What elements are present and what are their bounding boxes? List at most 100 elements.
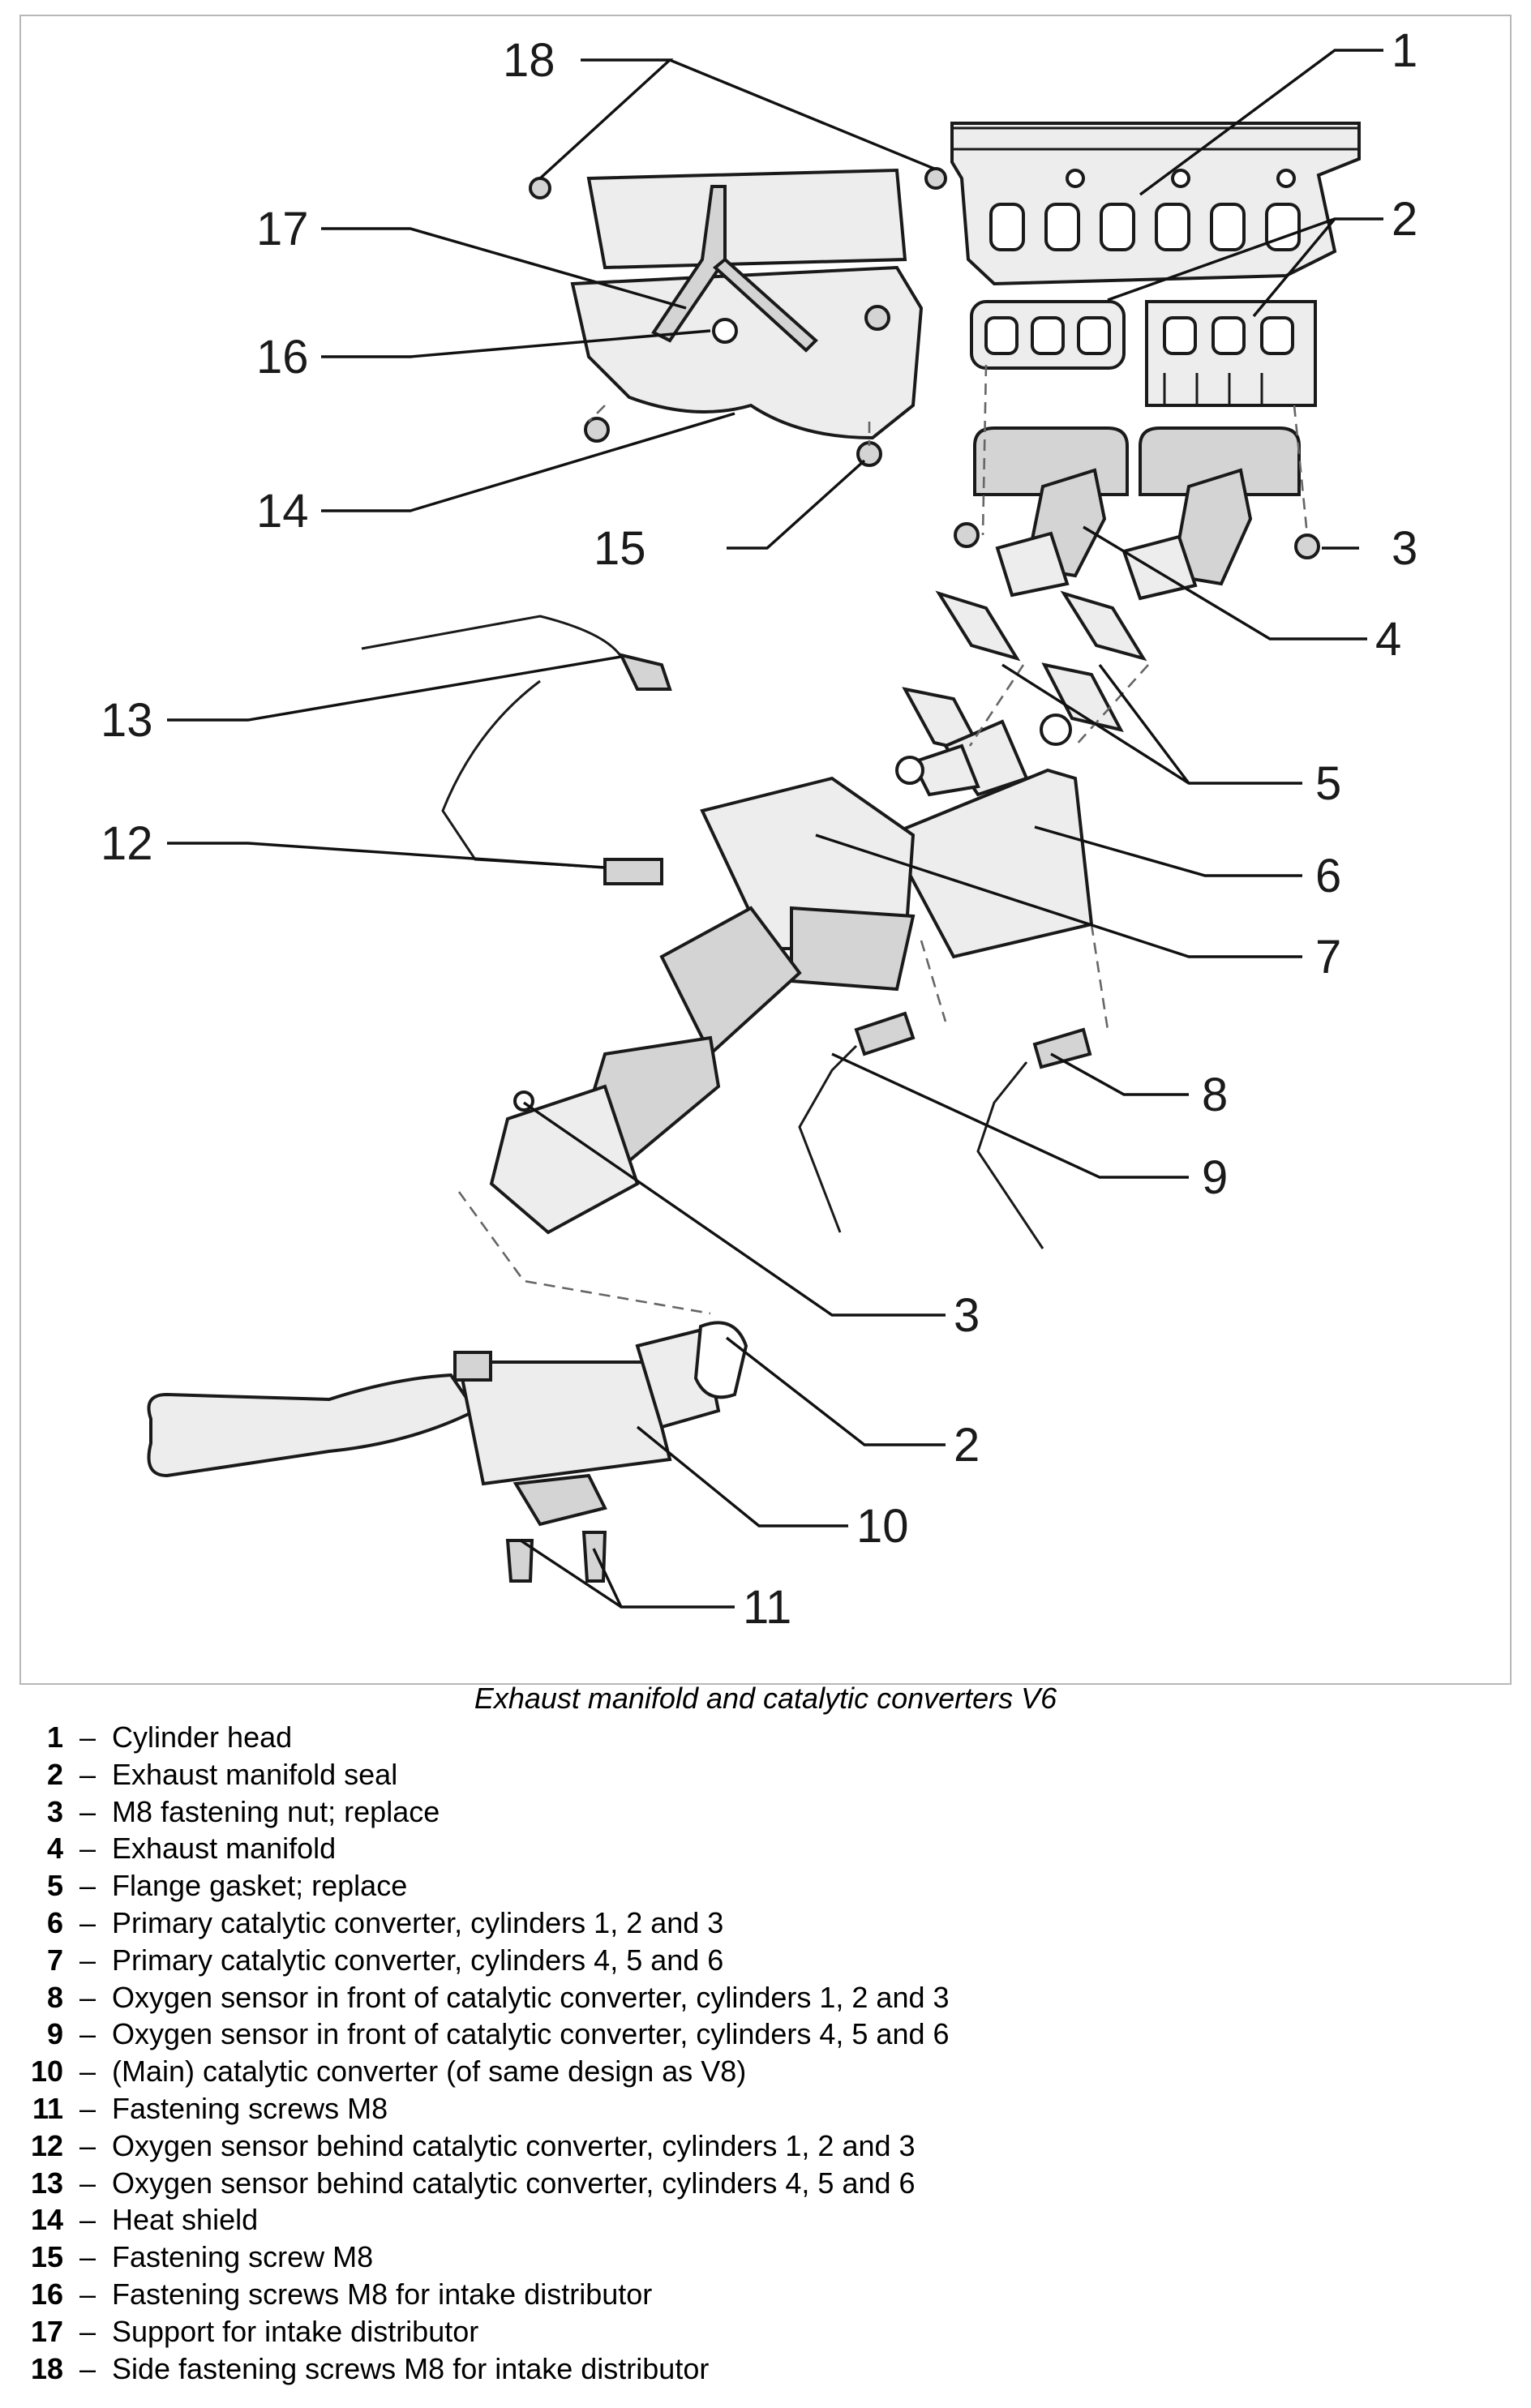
legend-number: 1 xyxy=(46,1720,63,1754)
legend-number: 8 xyxy=(46,1980,63,2014)
callout-14: 14 xyxy=(256,485,309,538)
legend-number: 17 xyxy=(30,2314,63,2348)
callout-17: 17 xyxy=(256,203,309,255)
legend-item: 7–Primary catalytic converter, cylinders… xyxy=(16,1942,950,1979)
oxygen-sensor-drawing xyxy=(361,615,1092,1249)
legend-item: 16–Fastening screws M8 for intake distri… xyxy=(16,2276,950,2313)
manifold-seal-drawing xyxy=(970,300,1317,407)
legend-number: 5 xyxy=(46,1869,63,1903)
legend-text: Primary catalytic converter, cylinders 1… xyxy=(112,1905,724,1939)
legend-text: Fastening screw M8 xyxy=(112,2240,374,2274)
diagram-drawing: 18 1 17 2 16 14 15 3 13 4 5 12 6 7 8 9 3… xyxy=(101,24,1417,1634)
callout-1: 1 xyxy=(1392,24,1417,77)
callout-5: 5 xyxy=(1315,757,1341,810)
callout-18: 18 xyxy=(503,34,555,87)
legend-separator: – xyxy=(79,2091,96,2125)
legend-number: 2 xyxy=(46,1757,63,1791)
callout-10: 10 xyxy=(856,1500,909,1553)
legend-item: 6–Primary catalytic converter, cylinders… xyxy=(16,1905,950,1942)
legend-separator: – xyxy=(79,1794,96,1828)
legend-text: M8 fastening nut; replace xyxy=(112,1794,440,1828)
legend-item: 8–Oxygen sensor in front of catalytic co… xyxy=(16,1979,950,2016)
legend-item: 2–Exhaust manifold seal xyxy=(16,1756,950,1793)
main-catalytic-converter-drawing xyxy=(147,1321,748,1583)
legend-text: Flange gasket; replace xyxy=(112,1869,408,1903)
legend-number: 16 xyxy=(30,2277,63,2311)
legend-item: 14–Heat shield xyxy=(16,2201,950,2239)
legend-separator: – xyxy=(79,1832,96,1866)
legend-separator: – xyxy=(79,1869,96,1903)
callout-4: 4 xyxy=(1375,613,1401,666)
callout-12: 12 xyxy=(101,817,153,870)
legend-text: Oxygen sensor behind catalytic converter… xyxy=(112,2166,916,2200)
callout-labels: 18 1 17 2 16 14 15 3 13 4 5 12 6 7 8 9 3… xyxy=(101,24,1417,1634)
callout-7: 7 xyxy=(1315,931,1341,983)
legend-separator: – xyxy=(79,2240,96,2274)
legend-text: Oxygen sensor in front of catalytic conv… xyxy=(112,1980,950,2014)
legend-separator: – xyxy=(79,2277,96,2311)
legend-number: 10 xyxy=(30,2055,63,2089)
callout-6: 6 xyxy=(1315,850,1341,902)
figure-caption: Exhaust manifold and catalytic converter… xyxy=(474,1682,1057,1715)
callout-11: 11 xyxy=(743,1581,791,1634)
legend-number: 18 xyxy=(30,2351,63,2385)
legend-separator: – xyxy=(79,1720,96,1754)
legend-number: 14 xyxy=(30,2203,63,2237)
legend-item: 5–Flange gasket; replace xyxy=(16,1867,950,1905)
legend-text: (Main) catalytic converter (of same desi… xyxy=(112,2055,747,2089)
legend-item: 9–Oxygen sensor in front of catalytic co… xyxy=(16,2016,950,2053)
callout-3-upper: 3 xyxy=(1392,522,1417,575)
legend-separator: – xyxy=(79,1905,96,1939)
legend-number: 15 xyxy=(30,2240,63,2274)
legend-number: 9 xyxy=(46,2017,63,2051)
callout-9: 9 xyxy=(1202,1151,1228,1204)
legend-number: 6 xyxy=(46,1905,63,1939)
front-pipe-drawing xyxy=(489,906,802,1235)
primary-catalytic-converter-drawing xyxy=(700,713,1094,992)
legend-number: 13 xyxy=(30,2166,63,2200)
callout-13: 13 xyxy=(101,694,153,747)
callout-2: 2 xyxy=(1392,193,1417,246)
legend-number: 12 xyxy=(30,2128,63,2162)
exploded-diagram: 18 1 17 2 16 14 15 3 13 4 5 12 6 7 8 9 3… xyxy=(19,15,1512,1685)
legend-text: Oxygen sensor in front of catalytic conv… xyxy=(112,2017,950,2051)
legend-item: 10–(Main) catalytic converter (of same d… xyxy=(16,2053,950,2090)
legend-separator: – xyxy=(79,2203,96,2237)
callout-2-lower: 2 xyxy=(954,1419,980,1472)
legend-separator: – xyxy=(79,2017,96,2051)
legend-separator: – xyxy=(79,2128,96,2162)
callout-16: 16 xyxy=(256,331,309,383)
legend-separator: – xyxy=(79,2314,96,2348)
legend-number: 4 xyxy=(46,1832,63,1866)
assembly-lines xyxy=(457,364,1309,1315)
legend-number: 3 xyxy=(46,1794,63,1828)
legend-item: 4–Exhaust manifold xyxy=(16,1830,950,1867)
legend-text: Oxygen sensor behind catalytic converter… xyxy=(112,2128,916,2162)
legend-item: 12–Oxygen sensor behind catalytic conver… xyxy=(16,2127,950,2165)
callout-3-lower: 3 xyxy=(954,1289,980,1342)
legend-item: 18–Side fastening screws M8 for intake d… xyxy=(16,2350,950,2388)
legend-text: Fastening screws M8 for intake distribut… xyxy=(112,2277,653,2311)
legend-separator: – xyxy=(79,1980,96,2014)
legend-number: 7 xyxy=(46,1943,63,1977)
legend-text: Support for intake distributor xyxy=(112,2314,479,2348)
legend-item: 1–Cylinder head xyxy=(16,1719,950,1756)
heat-shield-drawing xyxy=(529,167,1320,559)
legend-text: Fastening screws M8 xyxy=(112,2091,388,2125)
parts-legend: 1–Cylinder head 2–Exhaust manifold seal … xyxy=(16,1719,950,2387)
legend-text: Primary catalytic converter, cylinders 4… xyxy=(112,1943,724,1977)
legend-separator: – xyxy=(79,2166,96,2200)
legend-item: 3–M8 fastening nut; replace xyxy=(16,1793,950,1831)
legend-separator: – xyxy=(79,1757,96,1791)
legend-text: Cylinder head xyxy=(112,1720,293,1754)
legend-number: 11 xyxy=(32,2091,63,2125)
legend-item: 15–Fastening screw M8 xyxy=(16,2239,950,2276)
legend-text: Side fastening screws M8 for intake dist… xyxy=(112,2351,710,2385)
legend-item: 11–Fastening screws M8 xyxy=(16,2090,950,2127)
legend-separator: – xyxy=(79,1943,96,1977)
legend-text: Heat shield xyxy=(112,2203,259,2237)
leader-lines xyxy=(167,49,1383,1609)
callout-8: 8 xyxy=(1202,1069,1228,1121)
legend-text: Exhaust manifold seal xyxy=(112,1757,398,1791)
legend-separator: – xyxy=(79,2055,96,2089)
